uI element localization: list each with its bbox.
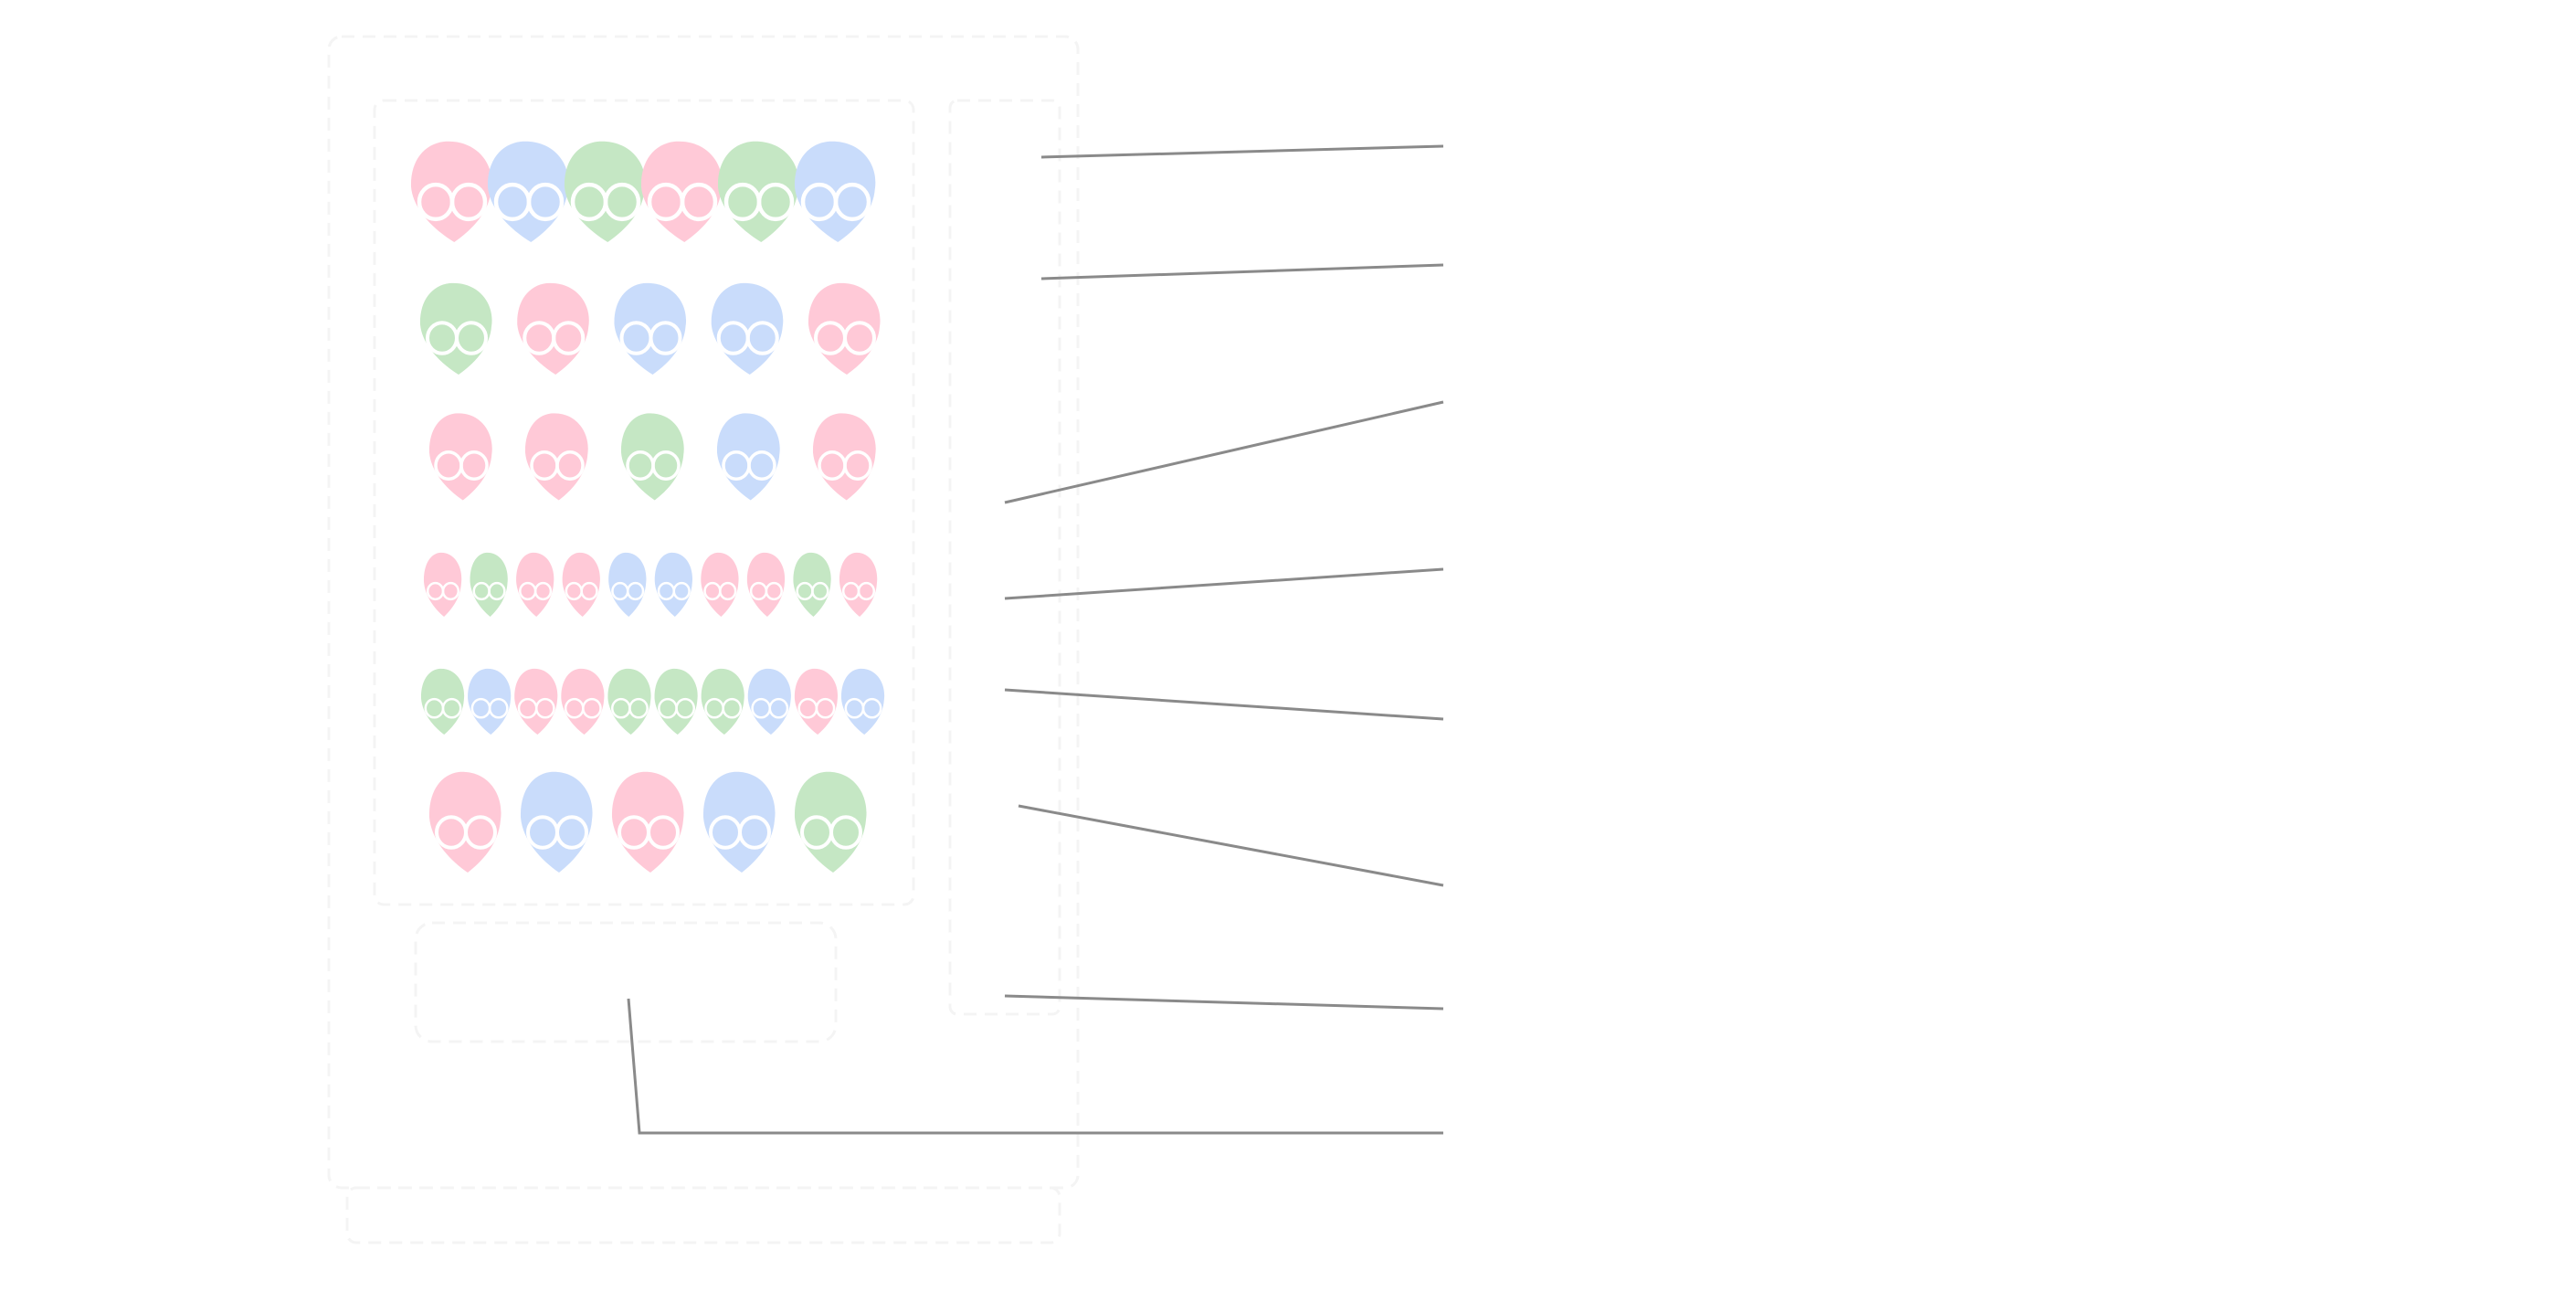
vending-machine-outline [327,35,1080,1244]
product-item-blue [614,282,687,375]
product-item-blue [840,668,885,735]
product-highlight [756,182,795,222]
callout-line-1 [1040,144,1444,159]
product-item-pink [516,552,554,617]
product-highlight [455,321,489,355]
product-highlight [533,581,553,601]
product-highlight [815,697,836,719]
product-highlight [680,182,718,222]
product-item-pink [746,552,786,617]
product-highlight [857,581,876,601]
product-item-pink [423,552,462,617]
product-highlight [647,815,681,850]
callout-line-6 [1018,804,1444,887]
product-item-pink [410,141,492,242]
product-display [410,141,885,873]
product-item-pink [794,668,839,735]
product-item-pink [839,552,878,617]
product-item-green [717,141,799,242]
callout-line-2 [1040,263,1444,281]
product-highlight [464,815,498,850]
collection-slot [414,921,838,1043]
product-highlight [745,321,779,355]
product-highlight [552,321,586,355]
product-highlight [829,815,863,850]
product-item-green [419,282,492,375]
product-highlight [526,182,565,222]
product-item-pink [524,413,588,501]
product-highlight [738,815,772,850]
product-item-green [607,668,651,735]
product-highlight [833,182,871,222]
product-highlight [719,581,737,601]
product-highlight [651,450,681,481]
product-item-pink [514,668,558,735]
product-item-green [420,668,465,735]
product-item-blue [716,413,780,501]
callout-line-4 [1004,567,1444,600]
product-highlight [449,182,488,222]
product-highlight [722,697,743,719]
product-item-green [564,141,646,242]
product-item-green [470,552,508,617]
product-item-green [620,413,684,501]
callout-line-5 [1004,688,1444,721]
callout-line-7 [1004,994,1444,1011]
product-item-pink [428,771,501,873]
product-highlight [843,321,877,355]
product-item-blue [747,668,791,735]
product-item-green [654,668,698,735]
product-highlight [843,450,872,481]
product-highlight [649,321,682,355]
product-item-pink [701,552,739,617]
product-highlight [626,581,645,601]
product-item-pink [562,552,600,617]
product-highlight [488,697,509,719]
machine-base [345,1186,1061,1244]
product-highlight [582,697,602,719]
callout-line-8 [627,998,1443,1135]
product-item-blue [794,141,876,242]
product-highlight [765,581,783,601]
product-highlight [603,182,641,222]
product-item-blue [654,552,693,617]
product-highlight [628,697,649,719]
product-item-pink [640,141,723,242]
product-highlight [672,581,691,601]
product-item-pink [428,413,492,501]
product-highlight [555,450,585,481]
product-item-pink [808,282,881,375]
product-item-blue [487,141,569,242]
product-highlight [534,697,555,719]
product-highlight [675,697,696,719]
product-highlight [747,450,776,481]
product-highlight [811,581,829,601]
product-item-green [793,552,831,617]
callout-line-3 [1004,400,1444,504]
product-item-pink [561,668,605,735]
product-highlight [441,697,462,719]
product-highlight [861,697,882,719]
product-item-green [701,668,744,735]
product-highlight [768,697,789,719]
product-highlight [580,581,598,601]
product-item-pink [517,282,589,375]
product-item-green [794,771,867,873]
product-highlight [488,581,506,601]
product-highlight [555,815,589,850]
product-item-blue [702,771,776,873]
display-window [373,99,915,906]
product-item-blue [520,771,593,873]
product-item-blue [468,668,512,735]
control-panel [948,99,1061,1016]
product-highlight [441,581,460,601]
product-item-blue [608,552,647,617]
product-item-pink [812,413,876,501]
product-item-blue [711,282,784,375]
callout-lines [627,144,1444,1135]
product-highlight [459,450,489,481]
product-item-pink [611,771,684,873]
